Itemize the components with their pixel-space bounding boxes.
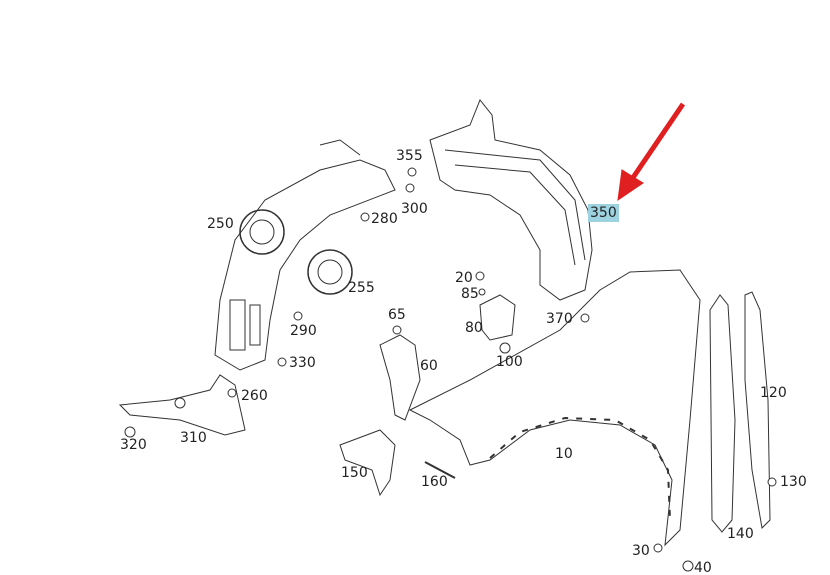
label-part-300: 300: [401, 201, 428, 217]
part-140: [709, 294, 736, 533]
label-part-65: 65: [388, 307, 406, 323]
label-part-40: 40: [694, 560, 712, 575]
label-part-130: 130: [780, 474, 807, 490]
label-part-140: 140: [727, 526, 754, 542]
fasteners: [124, 167, 777, 572]
part-120: [744, 291, 771, 530]
label-part-120: 120: [760, 385, 787, 401]
label-part-330: 330: [289, 355, 316, 371]
part-10-fender: [408, 269, 701, 547]
label-part-100: 100: [496, 354, 523, 370]
part-255: [307, 249, 353, 295]
label-part-260: 260: [241, 388, 268, 404]
label-part-355: 355: [396, 148, 423, 164]
part-60: [379, 334, 421, 421]
label-part-250: 250: [207, 216, 234, 232]
label-part-60: 60: [420, 358, 438, 374]
label-part-10: 10: [555, 446, 573, 462]
label-part-350-highlighted: 350: [588, 204, 619, 222]
label-part-160: 160: [421, 474, 448, 490]
part-160: [424, 461, 456, 479]
label-part-290: 290: [290, 323, 317, 339]
label-part-280: 280: [371, 211, 398, 227]
red-arrow-icon: [617, 102, 686, 202]
label-part-80: 80: [465, 320, 483, 336]
label-part-150: 150: [341, 465, 368, 481]
part-150: [339, 429, 396, 497]
label-part-320: 320: [120, 437, 147, 453]
label-part-255: 255: [348, 280, 375, 296]
part-350-wheel-liner: [429, 99, 593, 301]
label-part-85: 85: [461, 286, 479, 302]
label-part-310: 310: [180, 430, 207, 446]
label-part-30: 30: [632, 543, 650, 559]
part-250-front-liner: [214, 159, 396, 371]
label-part-370: 370: [546, 311, 573, 327]
part-80: [479, 294, 516, 341]
part-310: [118, 374, 246, 436]
label-part-20: 20: [455, 270, 473, 286]
